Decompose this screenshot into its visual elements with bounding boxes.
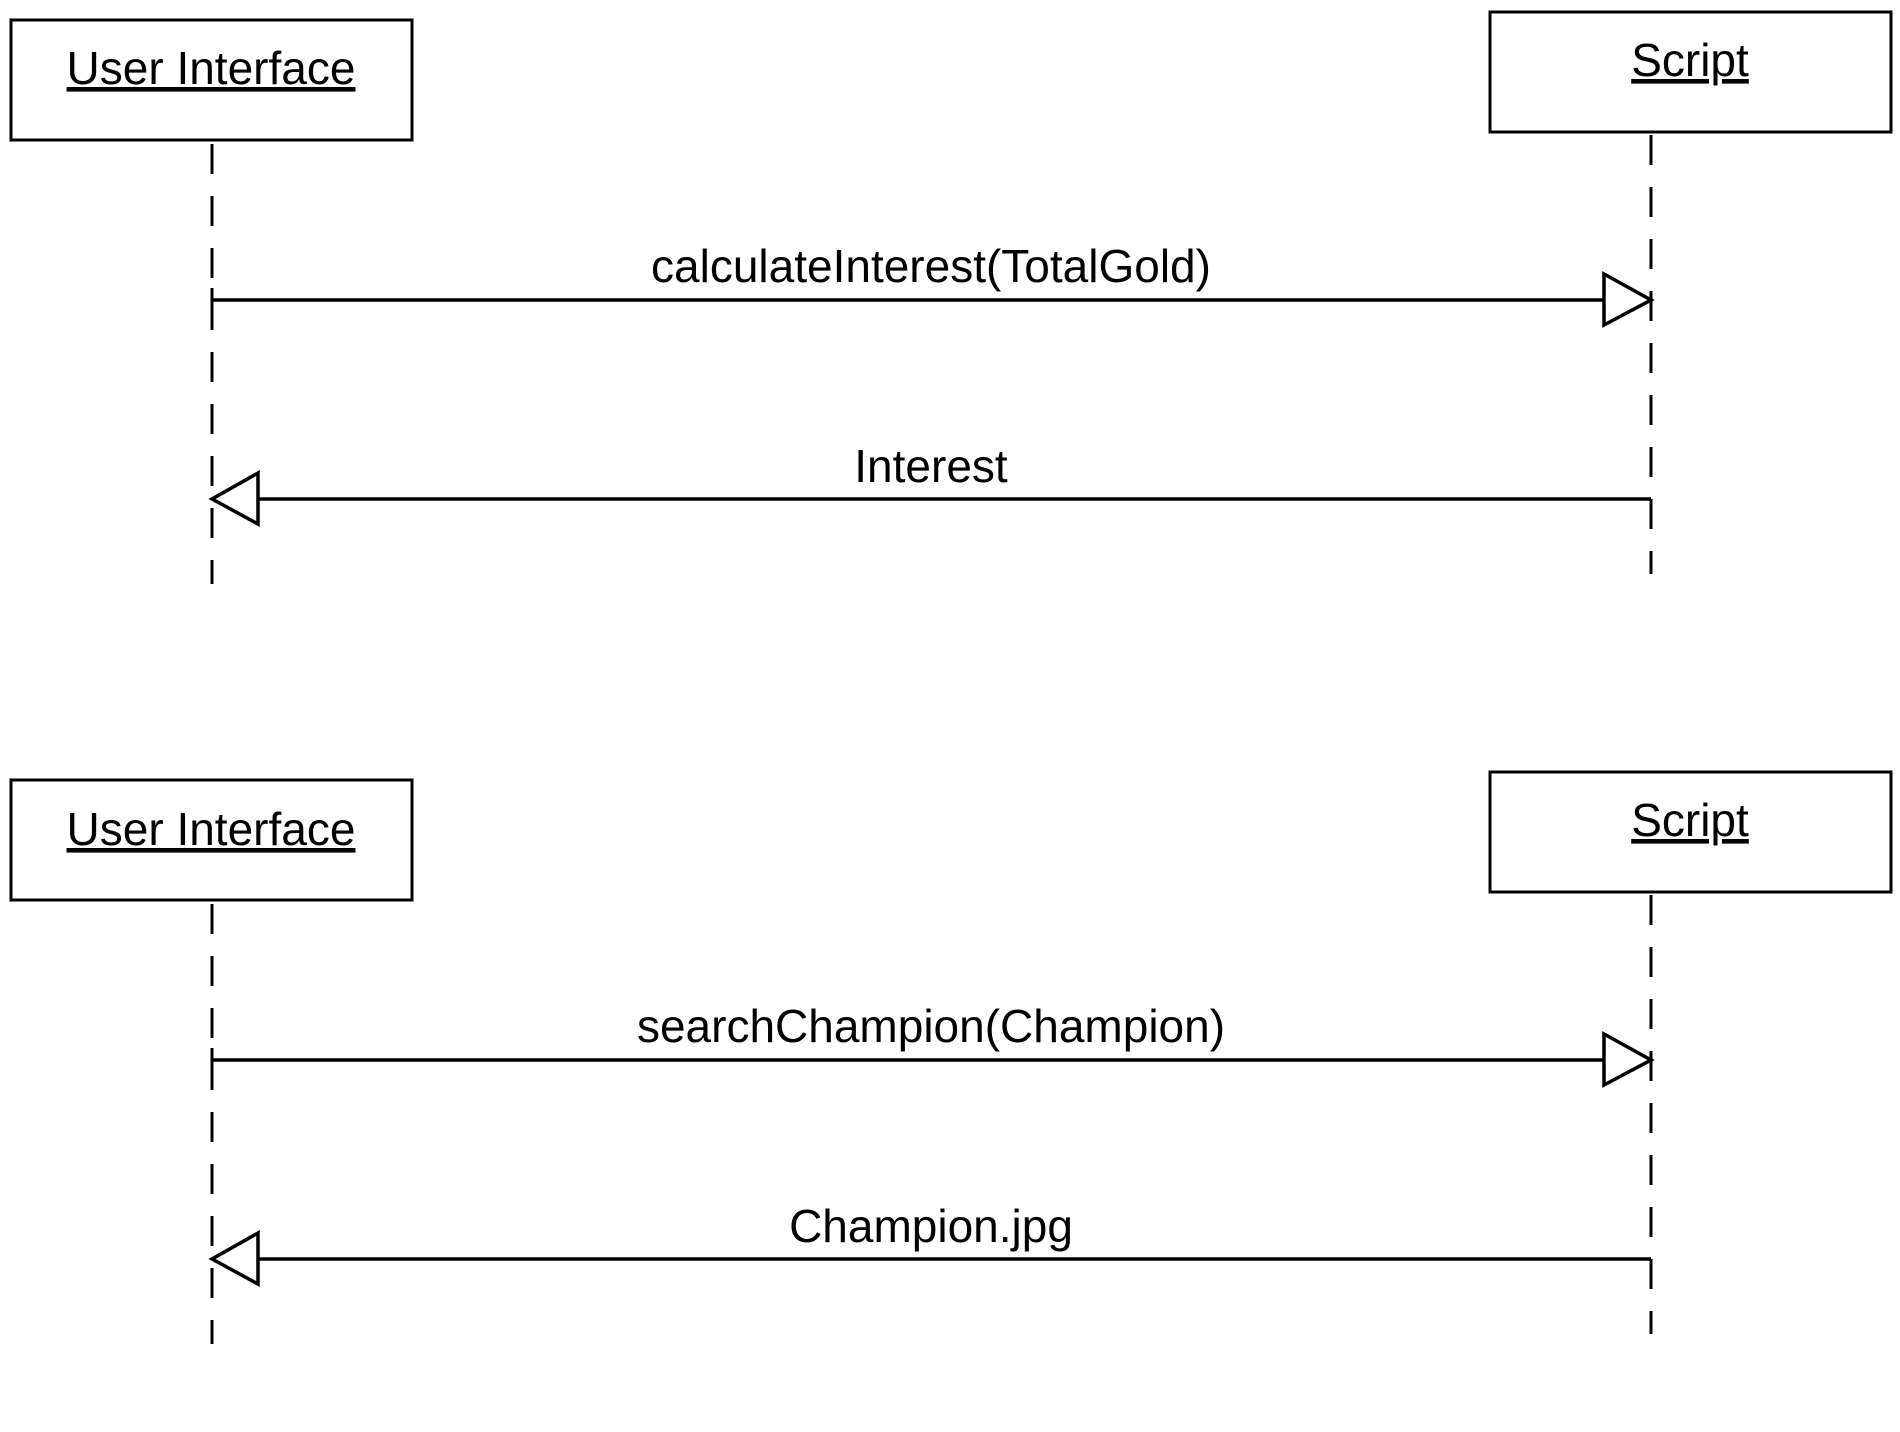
message-label: searchChampion(Champion) (637, 1000, 1225, 1052)
message-return[interactable]: Champion.jpg (208, 1200, 1651, 1287)
message-call[interactable]: calculateInterest(TotalGold) (210, 240, 1655, 328)
participant-label: Script (1631, 794, 1749, 846)
participant-user-interface[interactable]: User Interface (9, 18, 414, 142)
participant-box (9, 18, 414, 142)
participant-label: Script (1631, 34, 1749, 86)
participant-box (1488, 770, 1893, 894)
message-return[interactable]: Interest (208, 440, 1651, 527)
open-triangle-arrow-icon (1602, 1031, 1655, 1088)
participant-label: User Interface (67, 42, 356, 94)
message-label: Champion.jpg (789, 1200, 1073, 1252)
open-triangle-arrow-icon (208, 1230, 260, 1287)
participant-script[interactable]: Script (1488, 10, 1893, 134)
participant-label: User Interface (67, 803, 356, 855)
sequence-diagram-1: User Interface Script calculateInterest(… (9, 10, 1893, 584)
sequence-diagram-2: User Interface Script searchChampion(Cha… (9, 770, 1893, 1344)
participant-box (9, 778, 414, 902)
open-triangle-arrow-icon (208, 470, 260, 527)
participant-user-interface[interactable]: User Interface (9, 778, 414, 902)
open-triangle-arrow-icon (1602, 271, 1655, 328)
message-label: calculateInterest(TotalGold) (651, 240, 1211, 292)
participant-box (1488, 10, 1893, 134)
message-label: Interest (854, 440, 1008, 492)
message-call[interactable]: searchChampion(Champion) (210, 1000, 1655, 1088)
participant-script[interactable]: Script (1488, 770, 1893, 894)
